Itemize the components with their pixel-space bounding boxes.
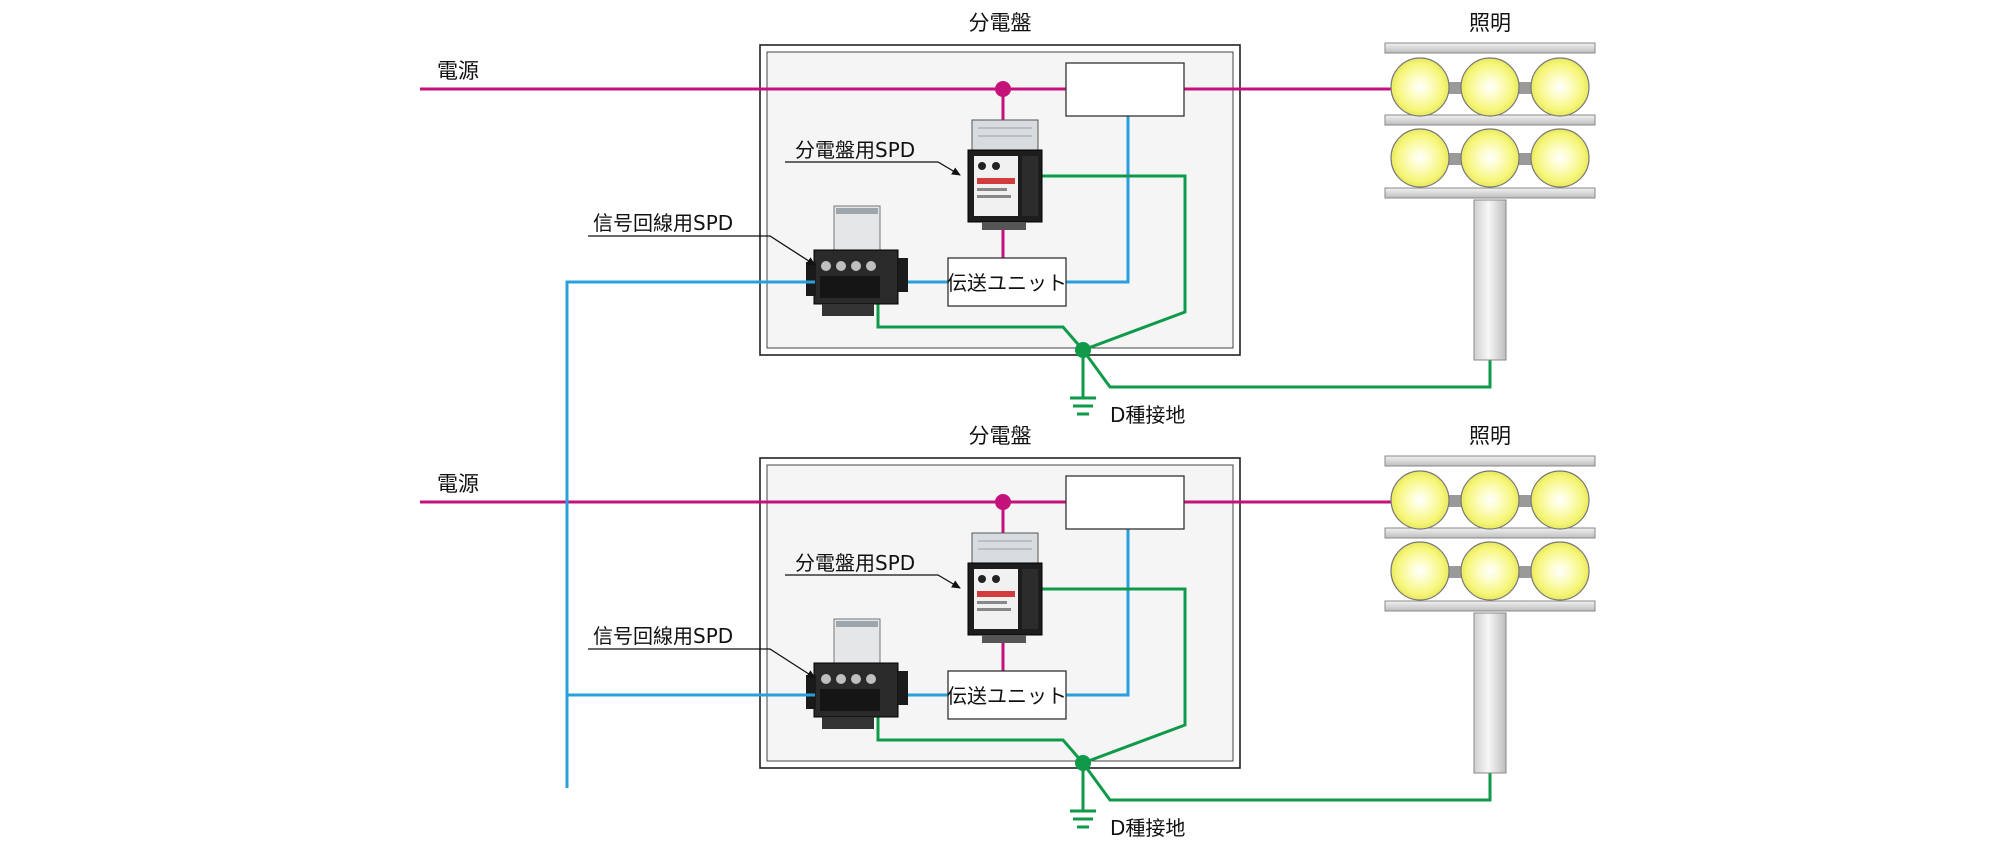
light-title: 照明 (1469, 11, 1511, 35)
transmission-unit-label: 伝送ユニット (947, 684, 1067, 708)
signal-spd-label: 信号回線用SPD (593, 624, 733, 648)
power-label: 電源 (437, 472, 479, 496)
section-1: 分電盤 照明 電源 分電盤用SPD 信号回線用SPD 伝送ユニット D種接地 (420, 11, 1595, 427)
ground-label: D種接地 (1110, 403, 1185, 427)
section-2: 分電盤 照明 電源 分電盤用SPD 信号回線用SPD 伝送ユニット D種接地 (420, 424, 1595, 840)
power-label: 電源 (437, 59, 479, 83)
light-title: 照明 (1469, 424, 1511, 448)
signal-spd-label: 信号回線用SPD (593, 211, 733, 235)
ground-label: D種接地 (1110, 816, 1185, 840)
inter-panel-signal-line (565, 280, 815, 697)
panel-spd-label: 分電盤用SPD (795, 138, 915, 162)
panel-title: 分電盤 (969, 424, 1032, 448)
transmission-unit-label: 伝送ユニット (947, 271, 1067, 295)
panel-spd-label: 分電盤用SPD (795, 551, 915, 575)
panel-title: 分電盤 (969, 11, 1032, 35)
